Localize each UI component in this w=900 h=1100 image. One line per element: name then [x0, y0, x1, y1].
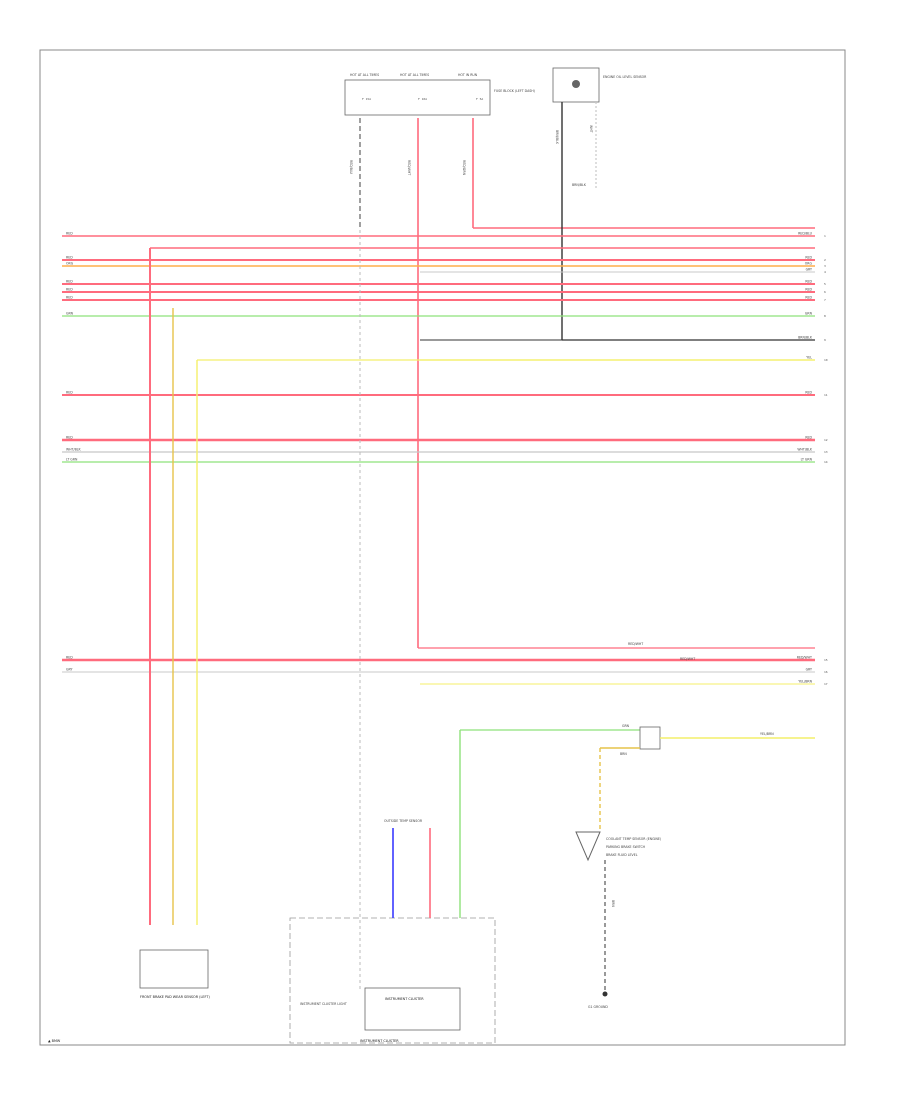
bus-pin-number: 16: [824, 670, 828, 674]
bus-pin-number: 7: [824, 298, 826, 302]
fuse-2-pin: F 10A: [418, 97, 427, 101]
fuse-2-wire-label: RED/WHT: [407, 160, 411, 175]
bus-pin-number: 10: [824, 358, 828, 362]
instrument-cluster: INSTRUMENT CLUSTER INSTRUMENT CLUSTER LI…: [289, 230, 640, 1044]
fuse-1-pin: F 15A: [362, 97, 371, 101]
bus-label-right: YEL: [806, 356, 812, 360]
splice-b-label: RED/WHT: [680, 657, 695, 661]
switch-relay-title: PARKING BRAKE SWITCH: [606, 845, 646, 849]
bus-label-left: WHT/BLK: [66, 448, 82, 452]
bus-label-right: WHT/BLK: [797, 448, 813, 452]
sheet-border: [39, 49, 846, 1046]
oil-sensor-title: ENGINE OIL LEVEL SENSOR: [603, 75, 647, 79]
fuse-1-title: HOT AT ALL TIMES: [350, 73, 379, 77]
footer-left-label: ▲ BMW: [48, 1039, 61, 1043]
bus-label-right: RED: [805, 256, 812, 260]
bus-label-right: RED: [805, 436, 812, 440]
bus-label-left: GRY: [66, 668, 72, 672]
fuse-block: HOT AT ALL TIMES HOT AT ALL TIMES HOT IN…: [344, 73, 535, 116]
ground-point: [602, 991, 608, 997]
brake-pad-sensor: FRONT BRAKE PAD WEAR SENSOR (LEFT): [139, 949, 210, 999]
bus-label-left: RED: [66, 232, 73, 236]
bus-label-right: RED: [805, 280, 812, 284]
bus-pin-number: 13: [824, 450, 828, 454]
bus-label-right: YEL/BRN: [798, 680, 812, 684]
bus-pin-number: 3: [824, 264, 826, 268]
bus-pin-number: 12: [824, 438, 828, 442]
bus-label-left: RED: [66, 391, 73, 395]
bus-pin-number: 14: [824, 460, 828, 464]
splice-a-label: RED/WHT: [628, 642, 643, 646]
switch-wire-label: BRN: [620, 752, 627, 756]
bus-pin-number: 1: [824, 234, 826, 238]
oil-sensor-wire-left: BRN/BLK: [555, 130, 559, 145]
fuse-block-outline: [344, 79, 491, 116]
oil-sensor-mid-label: BRN/BLK: [572, 183, 587, 187]
bus-pin-number: 9: [824, 338, 826, 342]
bus-pin-number: 2: [824, 258, 826, 262]
bus-label-right: RED: [805, 296, 812, 300]
yellow-out-label: YEL/BRN: [760, 732, 774, 736]
switch-relay-box: [639, 726, 661, 750]
switch-relay-sub: BRAKE FLUID LEVEL: [606, 853, 638, 857]
bus-label-right: ORG: [805, 262, 813, 266]
bus-label-left: GRN: [66, 312, 74, 316]
ground-label: G1 GROUND: [588, 1005, 608, 1009]
instrument-cluster-pins-label: OUTSIDE TEMP SENSOR: [384, 819, 423, 823]
bus-pin-number: 6: [824, 290, 826, 294]
bus-label-right: RED/WHT: [797, 656, 812, 660]
fuse-2-title: HOT AT ALL TIMES: [400, 73, 429, 77]
brake-pad-sensor-box: [139, 949, 209, 989]
bus-pin-number: 17: [824, 682, 828, 686]
green-drop-label: GRN: [622, 724, 630, 728]
oil-sensor-wire-right: WHT: [589, 125, 593, 133]
fuse-3-wire-label: RED/GRN: [462, 160, 466, 175]
bus-label-left: RED: [66, 296, 73, 300]
bus-pin-number: 11: [824, 393, 828, 397]
coolant-sensor-title: COOLANT TEMP SENSOR (ENGINE): [606, 837, 661, 841]
bus-label-right: RED: [805, 391, 812, 395]
bus-label-left: LT GRN: [66, 458, 78, 462]
fuse-1-wire-label: RED/BLU: [349, 160, 353, 175]
bus-label-left: ORG: [66, 262, 74, 266]
bus-label-right: GRY: [806, 668, 812, 672]
bus-label-left: RED: [66, 256, 73, 260]
fuse-3-title: HOT IN RUN: [458, 73, 478, 77]
bus-pin-number: 4: [824, 270, 826, 274]
bus-label-right: RED/BLU: [798, 232, 813, 236]
brake-pad-sensor-title: FRONT BRAKE PAD WEAR SENSOR (LEFT): [140, 995, 210, 999]
coolant-sensor-symbol: [575, 831, 601, 862]
bus-label-right: RED: [805, 288, 812, 292]
footer-center-label: INSTRUMENT CLUSTER: [360, 1039, 399, 1043]
brake-switch-area: YEL/BRN BRN COOLANT TEMP SENSOR (ENGINE)…: [575, 726, 815, 1009]
fuse-3-pin: F 5A: [476, 97, 483, 101]
bus-label-right: GRY: [806, 268, 812, 272]
bus-label-left: RED: [66, 280, 73, 284]
instrument-cluster-side-label: INSTRUMENT CLUSTER LIGHT: [300, 1002, 347, 1006]
bus-pin-number: 8: [824, 314, 826, 318]
bus-pin-number: 15: [824, 658, 828, 662]
bus-label-right: LT GRN: [801, 458, 813, 462]
instrument-cluster-title: INSTRUMENT CLUSTER: [385, 997, 424, 1001]
fuse-block-label: FUSE BLOCK (LEFT DASH): [494, 89, 535, 93]
bus-label-left: RED: [66, 436, 73, 440]
bus-pin-number: 5: [824, 282, 826, 286]
bus-label-left: RED: [66, 288, 73, 292]
instrument-cluster-module: [364, 987, 461, 1031]
ground-wire-label: BRN: [611, 900, 615, 907]
oil-sensor-symbol: [572, 80, 580, 88]
bus-label-left: RED: [66, 656, 73, 660]
oil-sensor-box: [552, 67, 600, 103]
bus-label-right: BRN/BLK: [798, 336, 813, 340]
bus-label-right: GRN: [805, 312, 813, 316]
